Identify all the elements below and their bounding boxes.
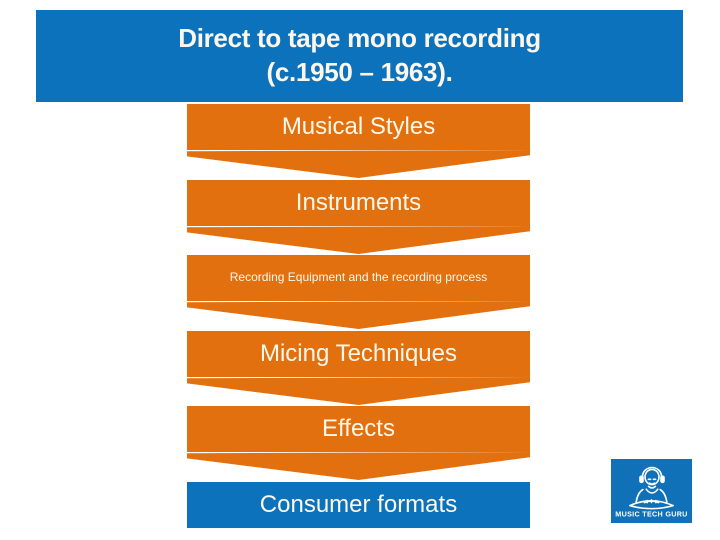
music-tech-guru-logo: MUSIC TECH GURU: [611, 459, 692, 523]
slide-title-banner: Direct to tape mono recording (c.1950 – …: [36, 10, 683, 102]
funnel-stage-bar-5[interactable]: Effects: [187, 406, 530, 452]
funnel-stage-label-3: Recording Equipment and the recording pr…: [229, 270, 488, 285]
funnel-stage-label-6: Consumer formats: [259, 490, 458, 518]
logo-wordmark: MUSIC TECH GURU: [615, 509, 687, 518]
guru-headphones-icon: MUSIC TECH GURU: [615, 466, 687, 518]
funnel-chevron-4: [187, 377, 530, 405]
funnel-stage-bar-2[interactable]: Instruments: [187, 180, 530, 226]
funnel-stage-label-1: Musical Styles: [281, 112, 436, 140]
funnel-chevron-5: [187, 452, 530, 480]
page-title: Direct to tape mono recording (c.1950 – …: [178, 23, 541, 87]
funnel-stage-label-4: Micing Techniques: [259, 339, 457, 367]
funnel-chevron-2: [187, 226, 530, 254]
funnel-stage-bar-3[interactable]: Recording Equipment and the recording pr…: [187, 255, 530, 301]
funnel-stage-bar-6[interactable]: Consumer formats: [187, 482, 530, 528]
funnel-stage-label-5: Effects: [322, 414, 395, 442]
funnel-stage-bar-4[interactable]: Micing Techniques: [187, 331, 530, 377]
funnel-stage-bar-1[interactable]: Musical Styles: [187, 104, 530, 150]
funnel-chevron-1: [187, 150, 530, 178]
funnel-stage-label-2: Instruments: [295, 188, 422, 216]
funnel-chevron-3: [187, 301, 530, 329]
